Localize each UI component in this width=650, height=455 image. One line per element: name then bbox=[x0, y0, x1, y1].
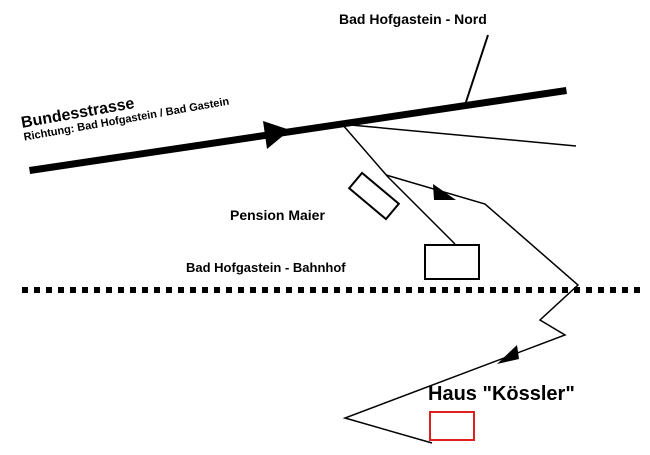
destination-marker-icon bbox=[429, 411, 475, 441]
route-arrow-icon bbox=[433, 184, 456, 200]
north-exit-road bbox=[464, 34, 489, 106]
pension-label: Pension Maier bbox=[230, 207, 325, 223]
train-station-label: Bad Hofgastein - Bahnhof bbox=[186, 260, 346, 275]
main-road-arrow-icon bbox=[263, 121, 290, 149]
station-access-road bbox=[341, 123, 456, 245]
north-exit-label: Bad Hofgastein - Nord bbox=[339, 11, 487, 27]
side-road-east bbox=[339, 123, 577, 147]
route-line bbox=[342, 174, 580, 444]
station-building-icon bbox=[424, 244, 480, 280]
destination-label: Haus "Kössler" bbox=[428, 383, 575, 405]
pension-building-icon bbox=[347, 171, 401, 221]
main-road-line bbox=[29, 87, 567, 174]
route-arrow-icon bbox=[497, 345, 519, 364]
